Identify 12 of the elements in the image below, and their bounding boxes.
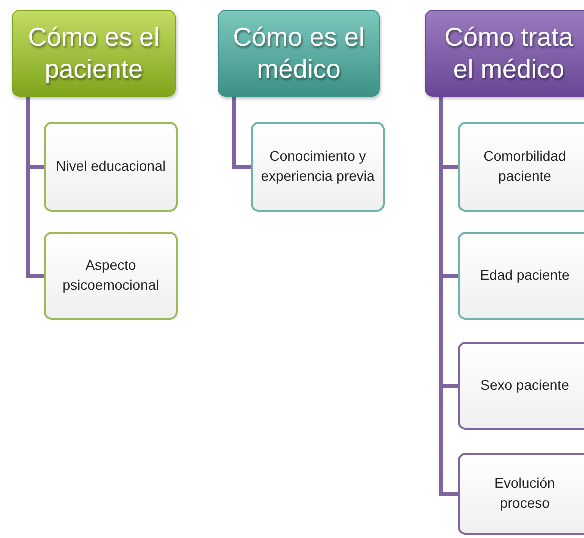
item-box: Conocimiento y experiencia previa	[251, 122, 385, 212]
category-header: Cómo trata el médico	[425, 10, 584, 97]
item-box: Comorbilidad paciente	[458, 122, 584, 212]
item-box: Nivel educacional	[44, 122, 178, 212]
category-header: Cómo es el médico	[218, 10, 380, 97]
item-box: Evolución proceso	[458, 453, 584, 535]
item-box: Sexo paciente	[458, 342, 584, 430]
connector-line	[232, 97, 251, 169]
connector-line	[439, 97, 458, 496]
item-box: Edad paciente	[458, 232, 584, 320]
category-header: Cómo es el paciente	[12, 10, 176, 97]
item-box: Aspecto psicoemocional	[44, 232, 178, 320]
